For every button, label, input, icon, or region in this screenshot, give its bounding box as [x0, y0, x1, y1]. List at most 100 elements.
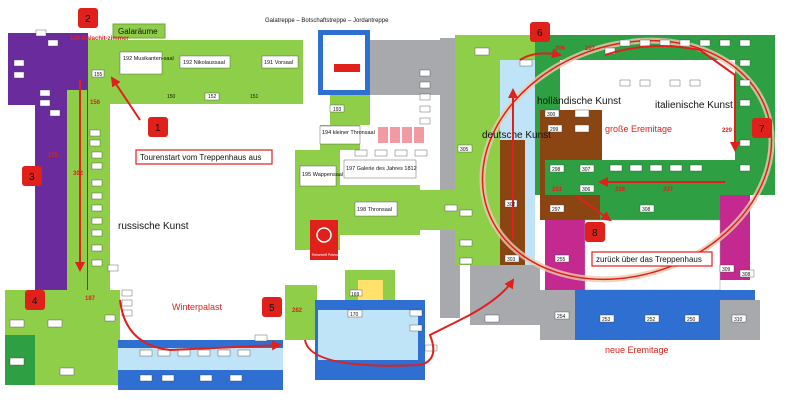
step-8-marker: [585, 222, 605, 242]
room-244: 310: [734, 317, 743, 323]
hall-194: 194 kleiner Thronsaal: [322, 130, 375, 136]
room-150: 150: [167, 94, 176, 100]
galleries-label: Galaräume: [118, 27, 158, 36]
room-237: 237: [663, 187, 674, 193]
tour-start-box: [135, 149, 273, 165]
logo-owl-icon: [316, 227, 332, 243]
pink-room-c: [402, 127, 412, 143]
hermitage-green-241: [600, 195, 725, 220]
tour-segment-4: [304, 278, 515, 367]
hall-198: 198 Thronsaal: [357, 207, 392, 213]
area-german-art: deutsche Kunst: [482, 130, 551, 141]
step-7-label: 7: [759, 124, 765, 135]
room-242: 308: [742, 272, 751, 278]
step-6-marker: [530, 22, 550, 42]
room-249: 255: [557, 257, 566, 263]
room-240: 307: [582, 167, 591, 173]
tour-path: [75, 45, 740, 367]
room-246: 252: [647, 317, 656, 323]
room-239: 306: [582, 187, 591, 193]
hall-194-box: [319, 125, 361, 145]
tour-segment-7: [604, 45, 740, 152]
room-189-malachite: 189 Malachit-zimmer: [70, 36, 129, 42]
area-dutch-art: holländische Kunst: [537, 96, 621, 107]
step-1-marker: [148, 117, 168, 137]
room-302: 302: [73, 171, 84, 177]
room-253: 299: [550, 127, 559, 133]
room-248: 254: [557, 314, 566, 320]
hall-192b-box: [179, 55, 231, 69]
room-252: 298: [552, 167, 561, 173]
room-206: 206: [555, 46, 566, 52]
step-1-label: 1: [155, 123, 161, 134]
hall-197-box: [343, 159, 417, 179]
step-8-label: 8: [592, 228, 598, 239]
pink-room-a: [378, 127, 388, 143]
room-269: 170: [350, 312, 359, 318]
blue-stair-inner: [323, 35, 365, 90]
galleries-box: [112, 23, 166, 39]
tour-start-label: Tourenstart vom Treppenhaus aus: [140, 153, 261, 162]
room-156: 156: [90, 100, 101, 106]
room-229: 229: [722, 128, 733, 134]
room-187: 187: [85, 296, 96, 302]
step-6-label: 6: [537, 28, 543, 39]
west-corridor: [67, 90, 87, 300]
room-241: 308: [642, 207, 651, 213]
area-russian-art: russische Kunst: [118, 221, 189, 232]
grey-court-south: [470, 265, 540, 325]
header-label: Galatreppe – Botschaftstreppe – Jordantr…: [265, 18, 389, 24]
wing-282: [285, 285, 317, 340]
return-box: [591, 251, 713, 267]
area-new-hermitage: neue Eremitage: [605, 345, 669, 355]
room-245: 250: [687, 317, 696, 323]
room-257: 303: [507, 257, 516, 263]
hall-195-box: [299, 165, 337, 187]
logo-text: Reisetreff Petersburg: [312, 253, 345, 257]
pink-room-d: [414, 127, 424, 143]
room-number-texts: 155 150 151 152 193 297 298 299 300 302 …: [94, 72, 751, 323]
room-256: 302: [507, 202, 516, 208]
hall-192a-box: [119, 51, 163, 75]
step-4-label: 4: [32, 296, 38, 307]
area-winter-palace: Winterpalast: [172, 302, 223, 312]
room-151: 151: [250, 94, 259, 100]
step-2-marker: [78, 8, 98, 28]
room-243: 309: [722, 267, 731, 273]
room-161-red: [334, 64, 360, 72]
room-254: 300: [547, 112, 556, 118]
logo-block: [310, 220, 338, 260]
hall-198-box: [354, 201, 398, 217]
room-175: 175: [48, 153, 59, 159]
pink-room-b: [390, 127, 400, 143]
room-250: 297: [552, 207, 561, 213]
se-light: [318, 310, 418, 360]
hall-191-box: [261, 55, 299, 69]
room-155: 155: [94, 72, 103, 78]
step-3-marker: [22, 166, 42, 186]
step-5-marker: [262, 297, 282, 317]
hall-192a: 192 Musikanten-saal: [123, 56, 174, 62]
step-2-label: 2: [85, 14, 91, 25]
room-193: 193: [333, 107, 342, 113]
room-238: 238: [615, 187, 626, 193]
hall-192b: 192 Nikolaussaal: [183, 60, 225, 66]
step-7-marker: [752, 118, 772, 138]
hall-195: 195 Wappensaal: [302, 172, 343, 178]
tour-segment-6: [519, 48, 562, 61]
tour-segment-3: [119, 299, 282, 352]
tour-segment-1: [110, 76, 141, 121]
step-3-label: 3: [29, 172, 35, 183]
step-4-marker: [25, 290, 45, 310]
room-251: 251: [552, 187, 563, 193]
tour-segment-9: [574, 194, 612, 222]
hall-191: 191 Vorsaal: [264, 60, 293, 66]
room-152: 152: [208, 94, 217, 100]
room-270: 169: [351, 292, 360, 298]
room-247: 253: [602, 317, 611, 323]
step-markers: 1 2 3 4 5 6 7 8: [22, 8, 772, 317]
court-271-yellow: [358, 280, 383, 302]
room-207: 207: [585, 46, 596, 52]
tour-highlight-ellipse-red: [481, 39, 773, 281]
